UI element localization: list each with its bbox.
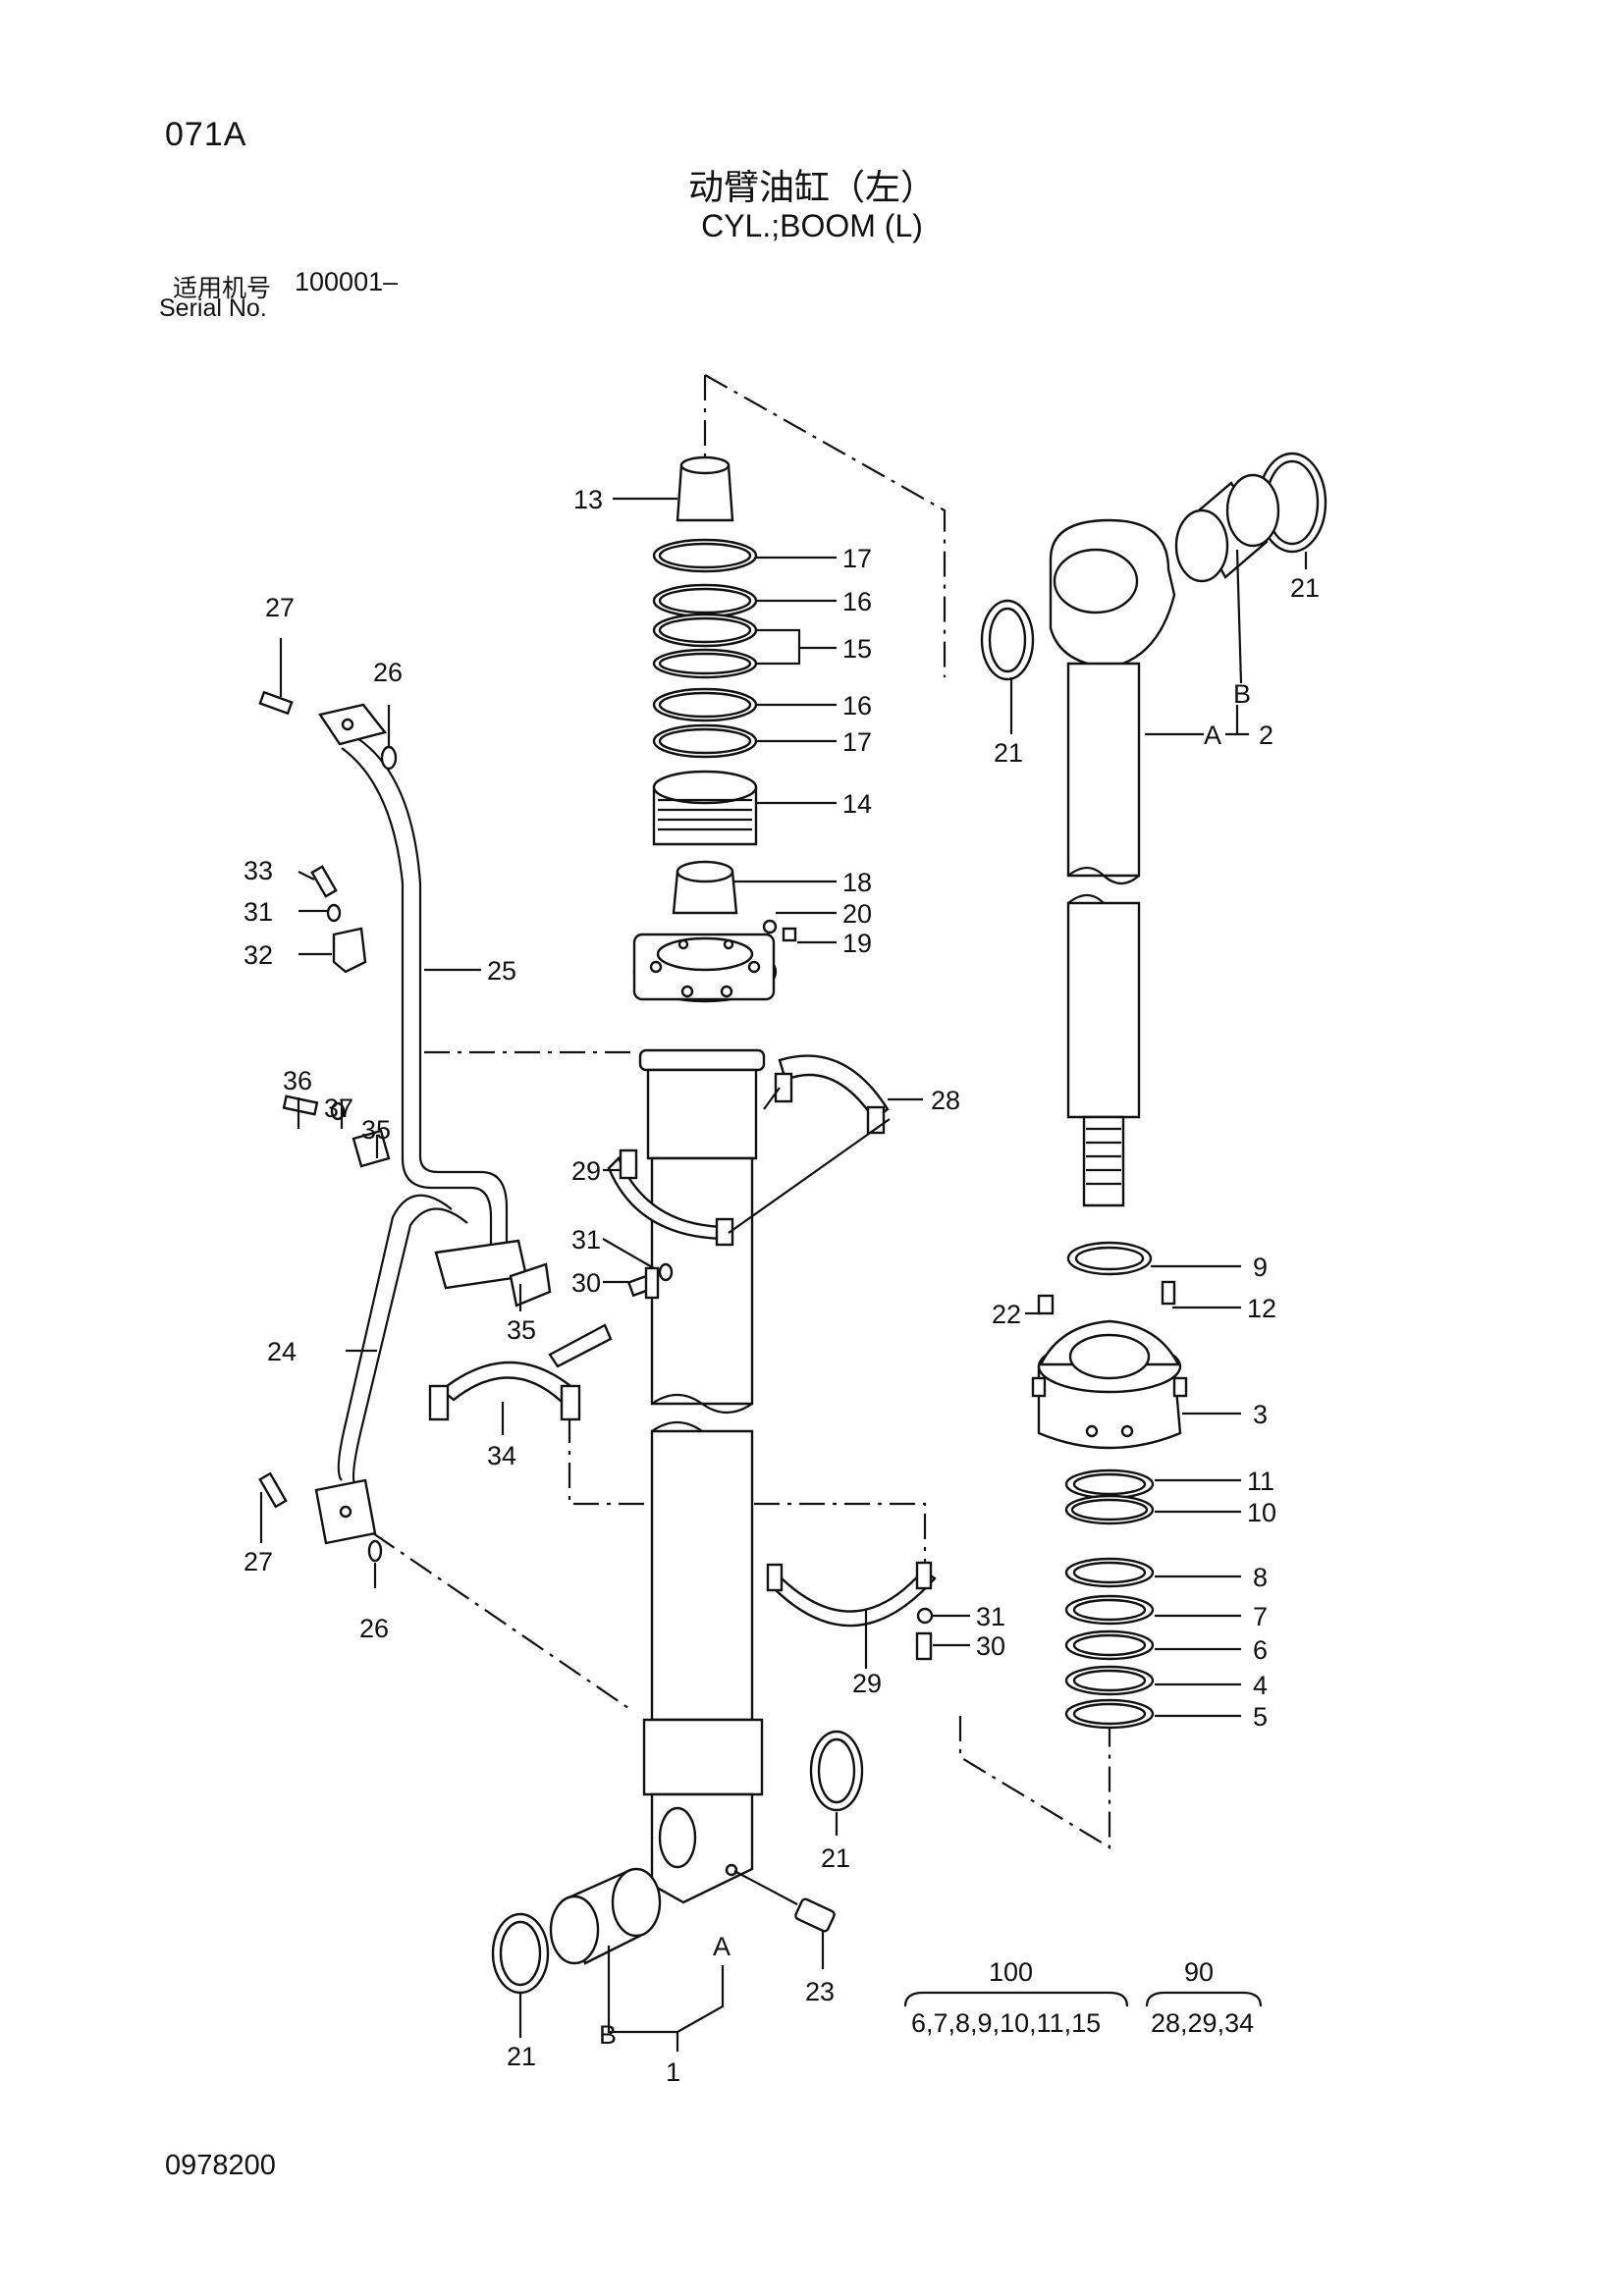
serial-label-english: Serial No. (159, 294, 267, 322)
callout-29: 29 (852, 1669, 882, 1698)
callout-14: 14 (842, 789, 872, 819)
callout-12: 12 (1247, 1294, 1276, 1323)
callout-5: 5 (1253, 1702, 1268, 1732)
callout-19: 19 (842, 929, 872, 958)
callout-15: 15 (842, 634, 872, 664)
callout-35: 35 (507, 1315, 536, 1345)
kit-100-number: 100 (989, 1957, 1033, 1987)
callout-11: 11 (1247, 1467, 1274, 1496)
cylinder-tube-lower (642, 1420, 764, 1904)
callout-B: B (1233, 679, 1251, 709)
cylinder-head-assembly (1031, 1241, 1188, 1730)
hydraulic-pipe-24 (314, 1194, 468, 1545)
cylinder-tube-upper (632, 933, 778, 1415)
callout-36: 36 (283, 1066, 312, 1095)
callout-1: 1 (666, 2057, 680, 2087)
callout-37: 37 (324, 1094, 353, 1123)
grease-fitting-23 (733, 1870, 836, 1933)
pipe-clamp-34 (428, 1323, 613, 1421)
callout-30: 30 (976, 1631, 1005, 1661)
callout-13: 13 (573, 485, 603, 514)
callout-18: 18 (842, 868, 872, 897)
callout-22: 22 (992, 1300, 1021, 1329)
serial-label-chinese: 适用机号 (173, 274, 272, 302)
callout-10: 10 (1247, 1498, 1276, 1527)
callout-31: 31 (976, 1602, 1005, 1631)
bolt-30-upper (626, 1262, 674, 1300)
kit-100-parts: 6,7,8,9,10,11,15 (911, 2008, 1101, 2038)
title-chinese: 动臂油缸（左） (687, 168, 936, 208)
callout-6: 6 (1253, 1635, 1268, 1665)
callout-35: 35 (361, 1115, 391, 1145)
pipe-clamp-28 (763, 1054, 890, 1135)
elbow-fitting-32 (332, 927, 367, 974)
callout-32: 32 (244, 940, 273, 970)
callout-26: 26 (359, 1614, 389, 1643)
callout-7: 7 (1253, 1602, 1268, 1631)
callout-A: A (713, 1932, 731, 1961)
callout-30: 30 (571, 1268, 601, 1298)
callout-17: 17 (842, 727, 872, 757)
kit-brackets (903, 1991, 1263, 2007)
callout-27: 27 (244, 1547, 273, 1576)
kit-labels: 100 6,7,8,9,10,11,15 90 28,29,34 (911, 1957, 1254, 2038)
callout-2: 2 (1259, 721, 1273, 750)
callout-26: 26 (373, 658, 403, 687)
callout-33: 33 (244, 856, 273, 885)
piston-stack (652, 455, 797, 942)
callout-16: 16 (842, 691, 872, 721)
piston-rod-assembly (980, 452, 1327, 1207)
callout-A: A (1204, 721, 1221, 750)
callout-31: 31 (244, 897, 273, 927)
callout-23: 23 (805, 1977, 835, 2006)
callout-3: 3 (1253, 1400, 1268, 1429)
callout-24: 24 (267, 1337, 297, 1366)
pipe-clamp-29-lower (766, 1561, 937, 1661)
callout-21: 21 (507, 2042, 536, 2071)
callout-25: 25 (487, 956, 516, 986)
callout-27: 27 (265, 593, 295, 622)
callout-34: 34 (487, 1441, 516, 1470)
callout-B: B (599, 2020, 617, 2050)
document-number: 0978200 (165, 2150, 276, 2181)
hydraulic-pipe-25 (318, 703, 528, 1290)
callout-labels: 13 17 16 15 16 17 14 18 20 19 25 27 26 3… (244, 485, 1320, 2087)
callout-20: 20 (842, 899, 872, 929)
bushing-lower (491, 1730, 864, 1995)
kit-90-number: 90 (1184, 1957, 1214, 1987)
callout-9: 9 (1253, 1253, 1268, 1282)
callout-29: 29 (571, 1156, 601, 1186)
callout-4: 4 (1253, 1671, 1268, 1700)
callout-8: 8 (1253, 1563, 1268, 1592)
callout-16: 16 (842, 587, 872, 616)
leader-lines (259, 497, 1308, 2052)
bolts-27-33-36 (258, 690, 552, 1563)
callout-17: 17 (842, 544, 872, 573)
callout-28: 28 (931, 1086, 960, 1115)
pipe-clamp-29-upper (607, 1118, 891, 1247)
kit-90-parts: 28,29,34 (1151, 2008, 1254, 2038)
serial-range: 100001– (295, 267, 399, 296)
page-code: 071A (165, 116, 247, 153)
callout-21: 21 (994, 738, 1023, 768)
callout-21: 21 (1290, 573, 1320, 603)
callout-21: 21 (821, 1843, 850, 1873)
callout-31: 31 (571, 1225, 601, 1255)
title-english: CYL.;BOOM (L) (701, 208, 923, 243)
